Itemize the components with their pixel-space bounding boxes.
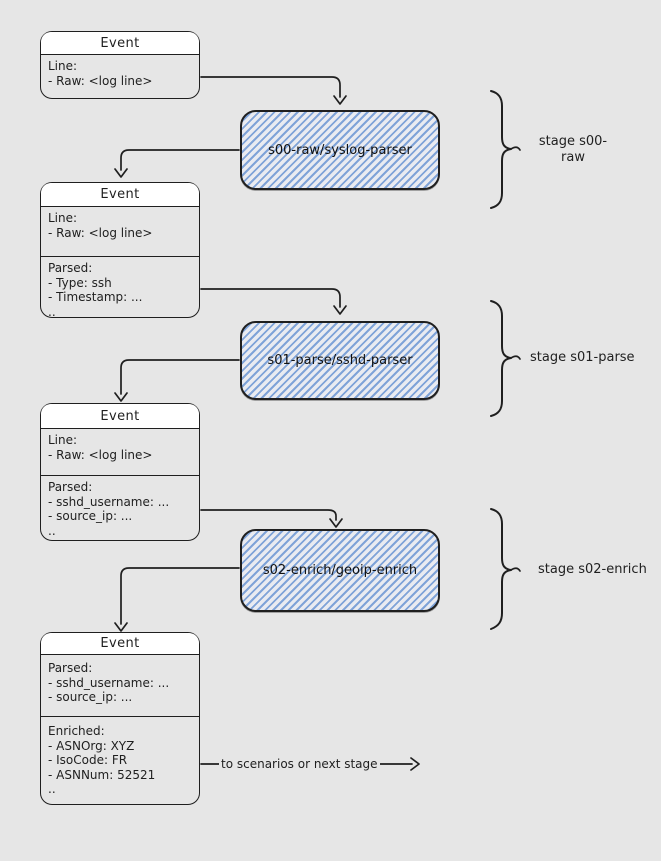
arrowhead-down-s02 (329, 518, 343, 528)
parser-label: s02-enrich/geoip-enrich (262, 563, 418, 578)
stage-label-s00: stage s00-raw (538, 134, 608, 165)
brace-stage-s00 (490, 90, 512, 209)
arrowhead-down-event3 (114, 392, 128, 402)
arrowhead-down-s01 (333, 305, 347, 315)
field-line: Line: (48, 59, 78, 73)
parser-label: s00-raw/syslog-parser (268, 142, 412, 158)
brace-stage-s01 (490, 300, 512, 417)
field-isocode: - IsoCode: FR (48, 753, 128, 768)
flow-output-label: to scenarios or next stage (219, 757, 380, 771)
arrowhead-down-s00 (333, 95, 347, 105)
arrowhead-down-event4 (114, 622, 128, 632)
field-enriched: Enriched: (48, 724, 105, 738)
brace-stage-s02 (490, 508, 512, 630)
event1-line-section: Line: - Raw: <log line> (41, 55, 199, 98)
field-source-ip: - source_ip: ... (48, 690, 133, 705)
arrow-s01-to-event3 (120, 359, 240, 395)
field-type: - Type: ssh (48, 275, 112, 290)
parser-node-s01: s01-parse/sshd-parser (240, 321, 440, 400)
field-asnorg: - ASNOrg: XYZ (48, 738, 135, 753)
event3-line-section: Line: - Raw: <log line> (41, 429, 199, 475)
event-node-3: Event Line: - Raw: <log line> Parsed: - … (40, 403, 200, 541)
field-ellipsis: .. (48, 782, 56, 797)
field-raw: - Raw: <log line> (48, 225, 153, 240)
event2-parsed-section: Parsed: - Type: ssh - Timestamp: ... .. (41, 256, 199, 317)
arrow-event3-to-s02 (200, 509, 337, 521)
field-ellipsis: .. (48, 304, 56, 317)
event-node-1: Event Line: - Raw: <log line> (40, 31, 200, 99)
field-sshd-username: - sshd_username: ... (48, 494, 170, 509)
event-title: Event (41, 404, 199, 429)
arrow-s00-to-event2 (120, 149, 240, 171)
parser-label: s01-parse/sshd-parser (267, 353, 413, 368)
event3-parsed-section: Parsed: - sshd_username: ... - source_ip… (41, 475, 199, 540)
field-sshd-username: - sshd_username: ... (48, 675, 170, 690)
field-source-ip: - source_ip: ... (48, 509, 133, 524)
stage-label-s02: stage s02-enrich (538, 562, 647, 577)
field-raw: - Raw: <log line> (48, 73, 153, 88)
field-line: Line: (48, 433, 78, 447)
brace-tip-s01 (510, 355, 521, 360)
field-timestamp: - Timestamp: ... (48, 290, 143, 305)
field-parsed: Parsed: (48, 261, 93, 275)
brace-tip-s00 (510, 146, 521, 151)
event-title: Event (41, 32, 199, 55)
arrow-event2-to-s01 (200, 288, 341, 308)
parser-node-s00: s00-raw/syslog-parser (240, 110, 440, 190)
event-title: Event (41, 183, 199, 207)
field-raw: - Raw: <log line> (48, 447, 153, 462)
parser-node-s02: s02-enrich/geoip-enrich (240, 529, 440, 612)
stage-label-s01: stage s01-parse (530, 350, 635, 365)
event4-enriched-section: Enriched: - ASNOrg: XYZ - IsoCode: FR - … (41, 716, 199, 804)
field-parsed: Parsed: (48, 480, 93, 494)
field-ellipsis: .. (48, 523, 56, 538)
field-asnnum: - ASNNum: 52521 (48, 767, 156, 782)
arrowhead-right-out (410, 757, 420, 771)
arrow-event1-to-s00 (200, 76, 341, 98)
arrow-s02-to-event4 (120, 567, 240, 625)
brace-tip-s02 (510, 567, 521, 572)
event-node-4: Event Parsed: - sshd_username: ... - sou… (40, 632, 200, 805)
field-line: Line: (48, 211, 78, 225)
event2-line-section: Line: - Raw: <log line> (41, 207, 199, 256)
field-parsed: Parsed: (48, 661, 93, 675)
event-title: Event (41, 633, 199, 655)
event4-parsed-section: Parsed: - sshd_username: ... - source_ip… (41, 655, 199, 716)
arrowhead-down-event2 (114, 168, 128, 178)
event-node-2: Event Line: - Raw: <log line> Parsed: - … (40, 182, 200, 318)
